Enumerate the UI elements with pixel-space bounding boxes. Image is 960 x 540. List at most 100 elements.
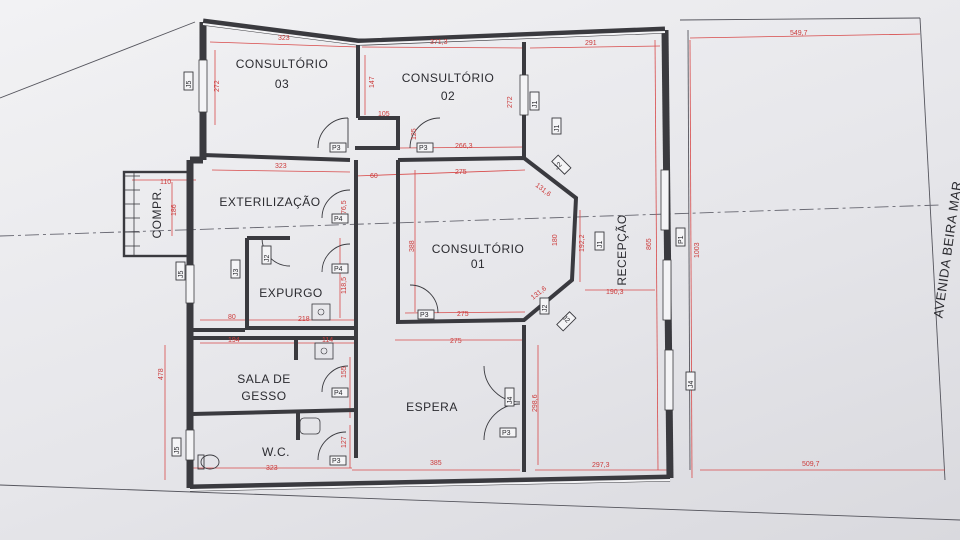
dim-label: 110 (160, 179, 171, 186)
wall (189, 474, 671, 492)
wall (396, 155, 579, 325)
dim-line (211, 169, 351, 173)
element-tags: P3 P3 P4 P4 P3 P4 P3 P3 P1 J5 J5 J5 J3 J… (171, 71, 696, 466)
dim-label: 1003 (694, 242, 701, 258)
dim-label: 323 (275, 163, 287, 170)
dim-label: 194 (228, 337, 240, 344)
door-tag: P3 (502, 430, 511, 437)
door-tag-box (331, 387, 349, 398)
site-line-right (919, 17, 946, 481)
dim-label: 323 (278, 35, 290, 42)
door-tag: P3 (332, 458, 341, 465)
window-tag-box (529, 91, 540, 111)
door-tag: P4 (334, 266, 343, 273)
window-tag: J4 (688, 381, 695, 389)
window-tag-box (551, 117, 562, 135)
window-tag-box (594, 231, 605, 251)
window-tag: J1 (554, 125, 561, 133)
toilet (200, 454, 220, 470)
dim-label: 509,7 (802, 461, 820, 468)
window-tag: J4 (507, 397, 514, 405)
dim-label: 180 (552, 234, 559, 246)
door-tag: P3 (419, 145, 428, 152)
dim-line (354, 169, 526, 177)
door-tag-box (417, 309, 435, 320)
room-consultorio-03-number: 03 (275, 77, 289, 91)
street-name: AVENIDA BEIRA MAR (930, 180, 960, 319)
window-tag: J5 (174, 447, 181, 455)
room-wc: W.C. (262, 445, 290, 459)
fixtures (197, 303, 334, 470)
door-tag: P4 (334, 216, 343, 223)
room-consultorio-03: CONSULTÓRIO (236, 56, 329, 71)
door-swing (321, 189, 351, 219)
dim-label: 114 (322, 337, 333, 344)
door-tag-box (675, 227, 686, 247)
dim-label: 127 (341, 436, 348, 448)
wall (202, 153, 351, 162)
wall (355, 116, 400, 150)
window-tag-box (685, 371, 696, 391)
window (198, 59, 208, 113)
window-tag: J2 (553, 161, 563, 171)
dim-line (209, 41, 359, 48)
window-tag-box (556, 311, 577, 332)
dim-label: 291 (585, 40, 597, 47)
dim-label: 131,6 (534, 182, 552, 198)
dim-label: 218 (298, 316, 310, 323)
dim-label: 865 (646, 238, 653, 250)
dim-line (689, 33, 921, 39)
sink-wc (299, 417, 321, 435)
door-tag: P3 (420, 312, 429, 319)
room-recepcao: RECEPÇÃO (615, 214, 629, 285)
dim-label: 192,2 (579, 234, 586, 252)
door-swing (321, 243, 351, 273)
window-tag-box (551, 154, 572, 175)
window (185, 429, 195, 461)
dim-label: 80 (228, 314, 236, 321)
dim-label: 478 (158, 368, 165, 380)
windows (185, 59, 674, 461)
door-tag-box (416, 142, 434, 153)
window-tag-box (183, 71, 194, 91)
sink-gesso (314, 342, 334, 360)
dim-label: 60 (370, 173, 378, 180)
window-tag: J5 (186, 81, 193, 89)
site-line-bottom (0, 484, 960, 521)
window-tag: J3 (233, 269, 240, 277)
window (660, 169, 670, 231)
dim-label: 388 (409, 240, 416, 252)
door-tag-box (329, 455, 347, 466)
dim-label: 155 (341, 366, 348, 378)
dim-label: 549,7 (790, 30, 808, 37)
dim-line (654, 39, 659, 471)
dim-label: 186 (171, 204, 178, 216)
wall (202, 18, 666, 46)
door-swing (409, 284, 439, 314)
dimension-labels: 323 371,3 291 549,7 272 147 105 125 272 … (158, 30, 820, 472)
door-swing (321, 365, 349, 393)
door-tag: P4 (334, 390, 343, 397)
dim-label: 125 (411, 128, 418, 140)
dim-label: 275 (450, 338, 462, 345)
dim-label: 76,5 (341, 200, 348, 214)
dim-line (361, 46, 526, 49)
wall (191, 408, 357, 416)
room-labels: CONSULTÓRIO 03 CONSULTÓRIO 02 CONSULTÓRI… (150, 56, 629, 459)
dim-label: 297,3 (592, 462, 610, 469)
door-tag: P3 (332, 145, 341, 152)
door-swing (409, 117, 441, 149)
dim-line (529, 45, 661, 49)
window-tag-box (230, 259, 241, 279)
door-tag-box (331, 213, 349, 224)
dim-label: 272 (214, 80, 221, 92)
dim-label: 385 (430, 460, 442, 467)
window-tag-box (171, 437, 182, 457)
door-tag-box (329, 142, 347, 153)
dim-line (689, 39, 693, 479)
door-swing (483, 365, 521, 403)
sidewalk-line (687, 29, 691, 471)
sink-expurgo (311, 303, 331, 321)
dim-label: 105 (378, 111, 390, 118)
